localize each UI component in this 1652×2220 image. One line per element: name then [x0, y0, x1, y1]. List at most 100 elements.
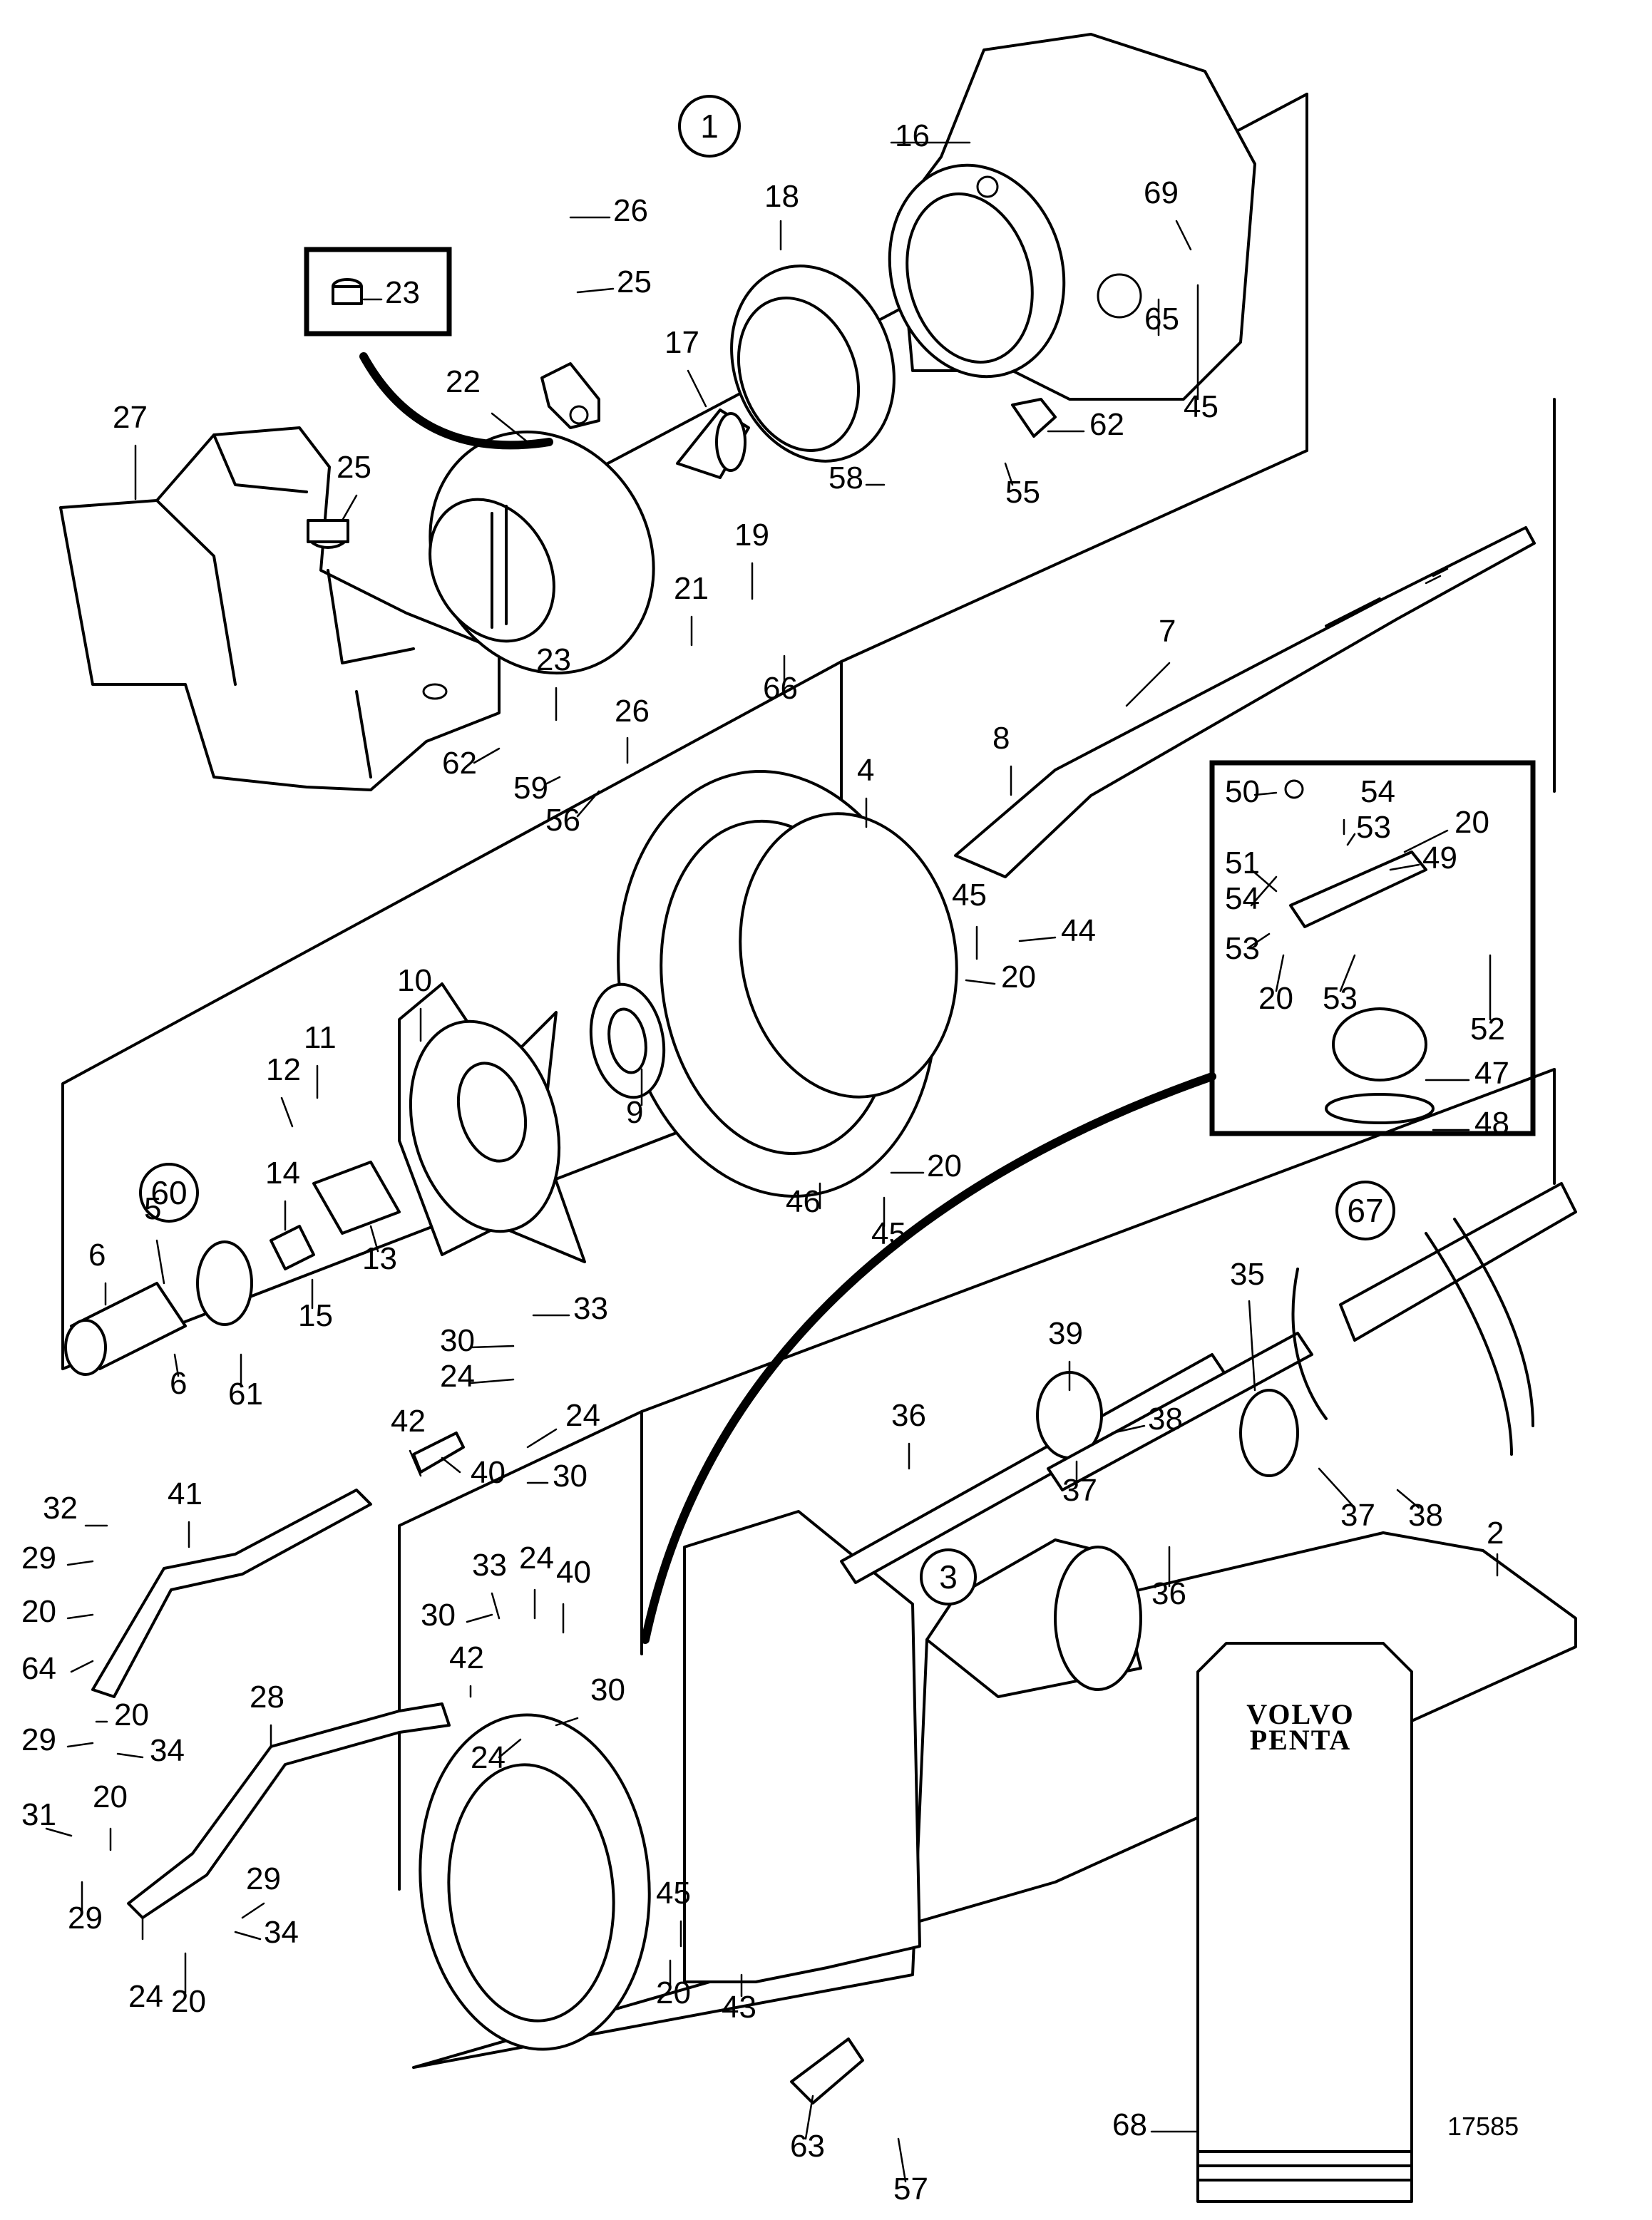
callout-leader-line: [576, 287, 615, 294]
callout-leader-line: [1111, 1424, 1146, 1434]
callout-8: 8: [992, 721, 1010, 756]
callout-65: 65: [1144, 302, 1179, 336]
callout-leader-line: [1253, 791, 1278, 796]
callout-leader-line: [66, 1560, 94, 1566]
callout-leader-line: [1318, 1467, 1356, 1509]
callout-leader-line: [469, 1378, 515, 1384]
callout-27: 27: [113, 400, 148, 435]
callout-37: 37: [1062, 1473, 1097, 1508]
callout-2: 2: [1487, 1516, 1504, 1551]
callout-40: 40: [471, 1455, 506, 1490]
callout-leader-line: [491, 1592, 501, 1620]
callout-leader-line: [45, 1827, 73, 1837]
callout-leader-line: [544, 776, 561, 786]
callout-leader-line: [155, 1239, 165, 1285]
callout-44: 44: [1061, 913, 1096, 948]
callout-17: 17: [665, 325, 699, 360]
callout-58: 58: [828, 461, 863, 495]
callout-leader-line: [1125, 662, 1171, 707]
callout-20: 20: [93, 1779, 128, 1814]
callout-42: 42: [391, 1404, 426, 1439]
callout-45: 45: [656, 1876, 691, 1911]
callout-20: 20: [21, 1594, 56, 1629]
callout-leader-line: [897, 2137, 907, 2183]
callout-33: 33: [472, 1548, 507, 1583]
callout-47: 47: [1474, 1056, 1509, 1091]
callout-26: 26: [615, 694, 650, 729]
section-frames: [61, 93, 1556, 1891]
callout-19: 19: [734, 518, 769, 553]
callout-35: 35: [1230, 1257, 1265, 1292]
callout-15: 15: [298, 1298, 333, 1333]
callout-leader-line: [965, 979, 996, 985]
flange-4: [589, 770, 958, 1198]
drawing-reference-number: 17585: [1447, 2112, 1519, 2141]
callout-52: 52: [1470, 1012, 1505, 1047]
callout-20: 20: [171, 1984, 206, 2019]
curved-leader-arrow-large: [641, 1072, 1216, 1644]
callout-leader-line: [526, 1428, 558, 1449]
callout-leader-line: [1396, 1489, 1420, 1509]
callout-42: 42: [449, 1640, 484, 1675]
callout-53: 53: [1323, 981, 1358, 1016]
callout-leader-line: [280, 1096, 294, 1128]
brand-line-2: PENTA: [1250, 1724, 1352, 1756]
callout-18: 18: [764, 179, 799, 214]
callout-30: 30: [440, 1323, 475, 1358]
callout-62: 62: [1089, 407, 1124, 442]
callout-39: 39: [1048, 1316, 1083, 1351]
callout-29: 29: [21, 1722, 56, 1757]
callout-37: 37: [1340, 1498, 1375, 1533]
callout-leader-line: [241, 1902, 265, 1919]
callout-13: 13: [362, 1241, 397, 1276]
callout-62: 62: [442, 746, 477, 781]
callout-40: 40: [556, 1555, 591, 1590]
callout-51: 51: [1225, 846, 1260, 880]
callout-38: 38: [1148, 1402, 1183, 1437]
callout-leader-line: [1175, 220, 1192, 251]
group-marker-1: 1: [700, 108, 719, 145]
inset-23-part: [332, 278, 363, 305]
callout-55: 55: [1005, 475, 1040, 510]
callout-61: 61: [228, 1377, 263, 1412]
callout-24: 24: [440, 1359, 475, 1394]
callout-64: 64: [21, 1651, 56, 1686]
callout-leader-line: [491, 412, 529, 443]
callout-leader-line: [234, 1931, 262, 1941]
callout-20: 20: [1001, 960, 1036, 995]
callout-34: 34: [264, 1915, 299, 1950]
callout-45: 45: [952, 878, 987, 913]
callout-34: 34: [150, 1733, 185, 1768]
brand-line-1: VOLVO: [1246, 1698, 1354, 1730]
callout-leader-line: [116, 1752, 144, 1759]
callout-33: 33: [573, 1291, 608, 1326]
callout-leader-line: [1275, 954, 1285, 992]
callout-20: 20: [114, 1697, 149, 1732]
callout-54: 54: [1360, 774, 1395, 809]
manual-book-68: VOLVO PENTA: [1196, 1642, 1413, 2203]
callout-leader-line: [409, 1449, 422, 1477]
stern-bracket-27: [59, 426, 501, 791]
group-marker-3: 3: [939, 1558, 958, 1595]
curved-leader-arrow: [359, 352, 553, 450]
control-unit: [840, 1182, 1577, 1584]
inset-box-23: [304, 247, 452, 336]
callout-6: 6: [170, 1366, 187, 1401]
callout-12: 12: [266, 1052, 301, 1087]
callout-20: 20: [656, 1975, 691, 2010]
callout-21: 21: [674, 571, 709, 606]
callout-leader-line: [1389, 863, 1420, 871]
callout-45: 45: [1184, 389, 1219, 424]
shaft-7: [954, 526, 1536, 878]
callout-leader-line: [469, 1345, 515, 1349]
callout-leader-line: [66, 1742, 94, 1748]
callout-leader-line: [341, 494, 358, 522]
callout-11: 11: [304, 1020, 337, 1055]
callout-56: 56: [545, 803, 580, 838]
callout-29: 29: [21, 1541, 56, 1576]
callout-leader-line: [369, 1225, 379, 1253]
callout-leader-line: [1250, 868, 1278, 893]
callout-leader-line: [1004, 462, 1014, 486]
callout-22: 22: [446, 364, 481, 399]
